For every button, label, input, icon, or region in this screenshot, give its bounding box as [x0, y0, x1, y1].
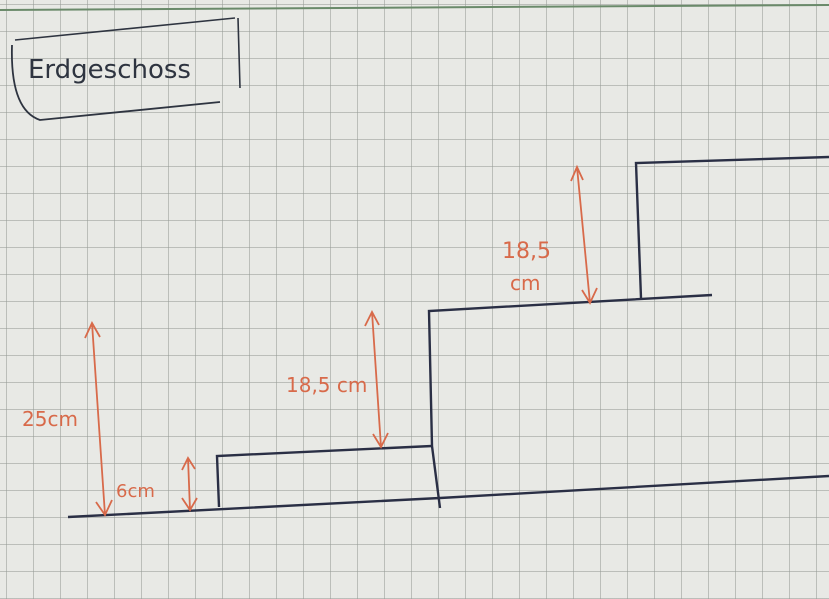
dimension-arrows	[84, 164, 598, 517]
step-1	[215, 444, 433, 508]
label-25cm: 25cm	[22, 407, 78, 431]
title: Erdgeschoss	[28, 55, 191, 85]
step-2	[427, 293, 713, 509]
arrow-6cm	[181, 456, 198, 512]
label-18-5-cm-a: 18,5 cm	[286, 373, 367, 397]
stair-outline	[67, 155, 829, 519]
arrow-18-5-b	[570, 164, 598, 305]
arrow-25cm	[84, 321, 113, 517]
label-18-5-b-unit: cm	[510, 271, 540, 295]
label-6cm: 6cm	[116, 481, 155, 502]
title-box-underline	[11, 44, 221, 121]
top-margin-line	[0, 4, 829, 11]
title-box	[14, 17, 241, 89]
floor-line	[67, 474, 829, 519]
label-18-5-b-value: 18,5	[502, 239, 551, 264]
arrow-18-5-a	[364, 310, 389, 449]
step-3	[634, 155, 829, 299]
